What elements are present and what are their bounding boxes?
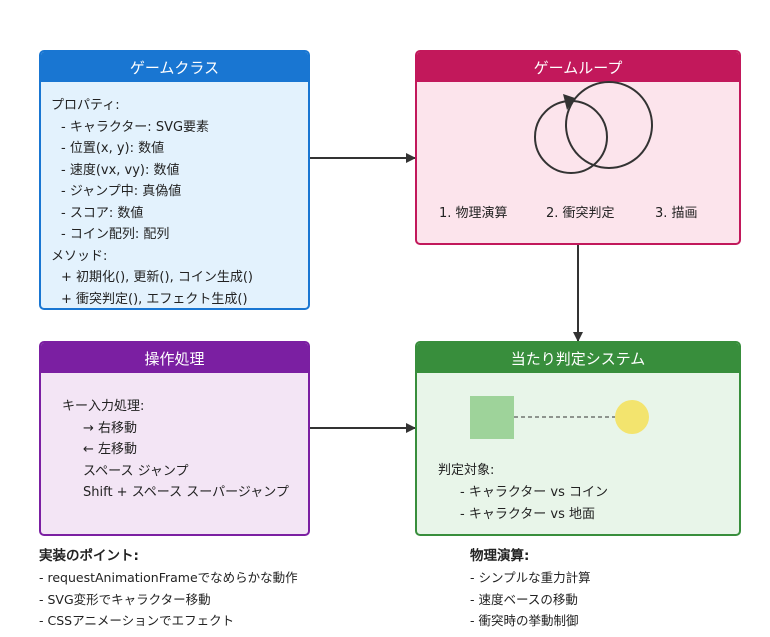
input-line: スペース ジャンプ bbox=[83, 464, 189, 479]
game-class-box: ゲームクラス プロパティ: - キャラクター: SVG要素 - 位置(x, y)… bbox=[39, 50, 310, 310]
input-line: キー入力処理: bbox=[62, 399, 145, 414]
physics-note-item: - 衝突時の挙動制御 bbox=[470, 613, 579, 628]
class-line: - 位置(x, y): 数値 bbox=[61, 141, 165, 156]
collision-line: 判定対象: bbox=[438, 463, 495, 478]
loop-step-physics: 1. 物理演算 bbox=[439, 206, 508, 221]
input-handling-box: 操作処理 キー入力処理: → 右移動 ← 左移動 スペース ジャンプ Shift… bbox=[39, 341, 310, 536]
collision-illustration bbox=[470, 396, 649, 439]
input-line: Shift + スペース スーパージャンプ bbox=[83, 485, 289, 500]
input-handling-title: 操作処理 bbox=[41, 343, 308, 373]
class-line: + 初期化(), 更新(), コイン生成() bbox=[61, 270, 253, 285]
physics-note-item: - 速度ベースの移動 bbox=[470, 592, 578, 607]
game-loop-title: ゲームループ bbox=[417, 52, 739, 82]
character-square bbox=[470, 396, 514, 439]
class-line: - キャラクター: SVG要素 bbox=[61, 120, 210, 135]
collision-line: - キャラクター vs コイン bbox=[460, 485, 609, 500]
impl-notes-title: 実装のポイント: bbox=[39, 548, 139, 564]
game-loop-box: ゲームループ 1. 物理演算 2. 衝突判定 3. 描画 bbox=[415, 50, 741, 245]
impl-note-item: - requestAnimationFrameでなめらかな動作 bbox=[39, 570, 298, 585]
game-class-title: ゲームクラス bbox=[41, 52, 308, 82]
class-line: - コイン配列: 配列 bbox=[61, 227, 170, 242]
loop-step-render: 3. 描画 bbox=[655, 206, 698, 221]
impl-note-item: - CSSアニメーションでエフェクト bbox=[39, 613, 235, 628]
loop-step-collision: 2. 衝突判定 bbox=[546, 206, 615, 221]
class-line: メソッド: bbox=[51, 249, 108, 264]
physics-notes-title: 物理演算: bbox=[470, 548, 530, 564]
class-line: - スコア: 数値 bbox=[61, 206, 144, 221]
class-line: - 速度(vx, vy): 数値 bbox=[61, 163, 180, 178]
input-line: → 右移動 bbox=[83, 421, 138, 436]
class-line: - ジャンプ中: 真偽値 bbox=[61, 184, 182, 199]
collision-title: 当たり判定システム bbox=[417, 343, 739, 373]
physics-note-item: - シンプルな重力計算 bbox=[470, 570, 591, 585]
class-line: プロパティ: bbox=[51, 98, 120, 113]
class-line: + 衝突判定(), エフェクト生成() bbox=[61, 292, 248, 307]
loop-cycle-icon bbox=[534, 81, 653, 174]
input-line: ← 左移動 bbox=[83, 442, 138, 457]
collision-box: 当たり判定システム 判定対象: - キャラクター vs コイン - キャラクター… bbox=[415, 341, 741, 536]
coin-circle bbox=[615, 400, 649, 434]
collision-line: - キャラクター vs 地面 bbox=[460, 507, 596, 522]
impl-note-item: - SVG変形でキャラクター移動 bbox=[39, 592, 211, 607]
